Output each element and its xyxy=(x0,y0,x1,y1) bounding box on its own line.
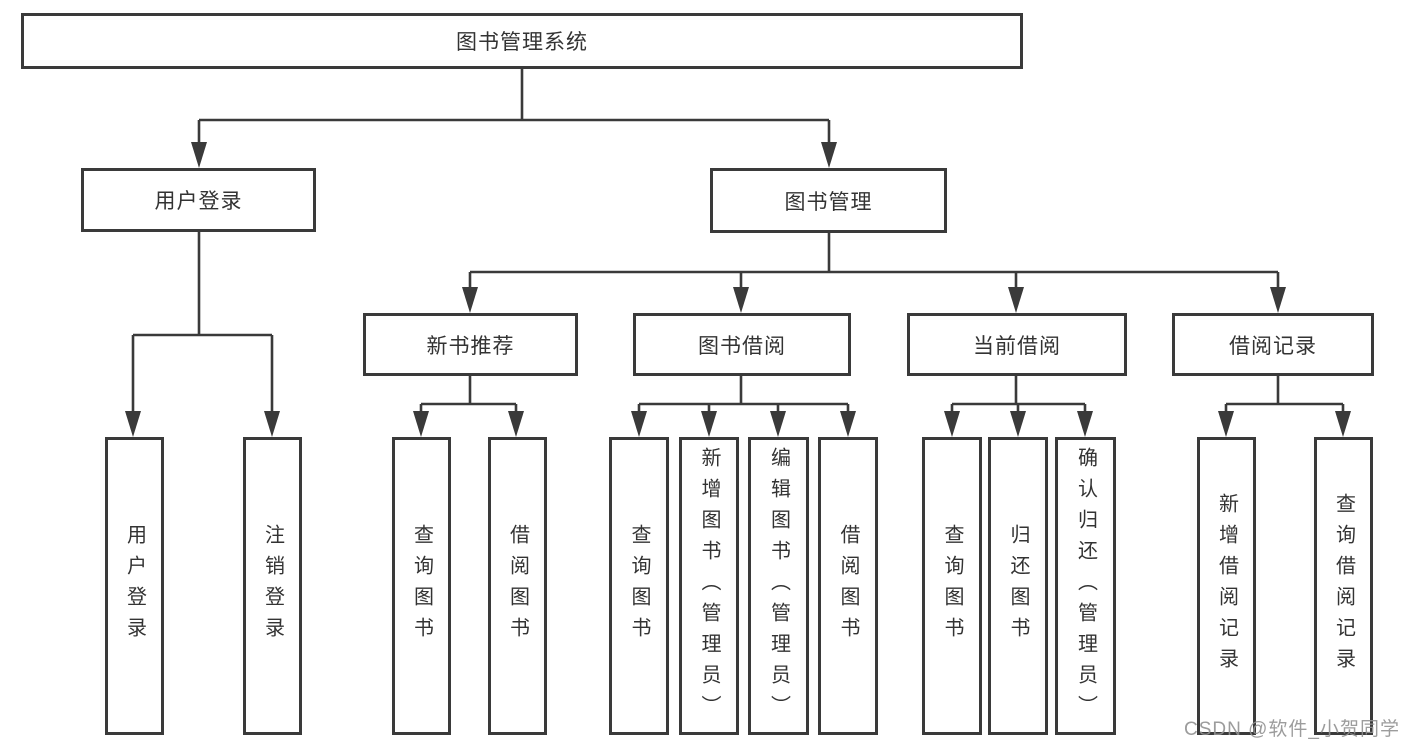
arrow-icon xyxy=(508,411,524,437)
arrow-icon xyxy=(191,142,207,168)
leaf-borrow-books-borrowing: 借阅图书 xyxy=(818,437,878,735)
leaf-confirm-return-admin: 确认归还（管理员） xyxy=(1055,437,1116,735)
node-user-login: 用户登录 xyxy=(81,168,316,232)
leaf-return-books: 归还图书 xyxy=(988,437,1048,735)
leaf-user-login: 用户登录 xyxy=(105,437,164,735)
leaf-logout: 注销登录 xyxy=(243,437,302,735)
node-book-borrowing: 图书借阅 xyxy=(633,313,851,376)
arrow-icon xyxy=(770,411,786,437)
arrow-icon xyxy=(701,411,717,437)
node-label: 图书管理系统 xyxy=(456,31,588,54)
leaf-label: 注销登录 xyxy=(261,524,284,648)
node-borrowing-records: 借阅记录 xyxy=(1172,313,1374,376)
arrow-icon xyxy=(1010,411,1026,437)
leaf-query-books-newbook: 查询图书 xyxy=(392,437,451,735)
node-book-management: 图书管理 xyxy=(710,168,947,233)
node-label: 借阅记录 xyxy=(1229,334,1317,358)
leaf-borrow-books-newbook: 借阅图书 xyxy=(488,437,547,735)
arrow-icon xyxy=(733,287,749,313)
arrow-icon xyxy=(944,411,960,437)
leaf-add-book-admin: 新增图书（管理员） xyxy=(679,437,739,735)
arrow-icon xyxy=(1270,287,1286,313)
node-label: 当前借阅 xyxy=(973,334,1061,358)
leaf-query-books-borrowing: 查询图书 xyxy=(609,437,669,735)
arrow-icon xyxy=(125,411,141,437)
leaf-label: 查询图书 xyxy=(410,524,433,648)
node-label: 用户登录 xyxy=(154,190,243,213)
leaf-label: 用户登录 xyxy=(123,524,146,648)
arrow-icon xyxy=(413,411,429,437)
arrow-icon xyxy=(1218,411,1234,437)
arrow-icon xyxy=(1077,411,1093,437)
leaf-label: 新增借阅记录 xyxy=(1215,493,1238,679)
leaf-label: 查询图书 xyxy=(941,524,963,648)
node-label: 新书推荐 xyxy=(426,334,515,358)
arrow-icon xyxy=(1335,411,1351,437)
node-library-management-system: 图书管理系统 xyxy=(21,13,1023,69)
leaf-label: 编辑图书（管理员） xyxy=(767,446,790,726)
node-label: 图书管理 xyxy=(784,190,873,214)
node-current-borrowing: 当前借阅 xyxy=(907,313,1127,376)
leaf-query-borrow-record: 查询借阅记录 xyxy=(1314,437,1373,735)
node-label: 图书借阅 xyxy=(698,334,786,358)
arrow-icon xyxy=(821,142,837,168)
leaf-label: 归还图书 xyxy=(1007,524,1029,648)
arrow-icon xyxy=(264,411,280,437)
leaf-label: 借阅图书 xyxy=(506,524,529,648)
leaf-edit-book-admin: 编辑图书（管理员） xyxy=(748,437,809,735)
leaf-label: 借阅图书 xyxy=(837,524,859,648)
arrow-icon xyxy=(631,411,647,437)
csdn-watermark: CSDN @软件_小贺同学 xyxy=(1184,719,1400,740)
arrow-icon xyxy=(462,287,478,313)
arrow-icon xyxy=(840,411,856,437)
leaf-add-borrow-record: 新增借阅记录 xyxy=(1197,437,1256,735)
connector-lines xyxy=(131,69,1345,415)
leaf-query-books-current: 查询图书 xyxy=(922,437,982,735)
leaf-label: 新增图书（管理员） xyxy=(698,446,720,726)
arrowheads xyxy=(125,142,1351,437)
node-new-book-recommend: 新书推荐 xyxy=(363,313,578,376)
leaf-label: 查询图书 xyxy=(628,524,650,648)
arrow-icon xyxy=(1008,287,1024,313)
leaf-label: 查询借阅记录 xyxy=(1332,493,1355,679)
leaf-label: 确认归还（管理员） xyxy=(1074,446,1097,726)
